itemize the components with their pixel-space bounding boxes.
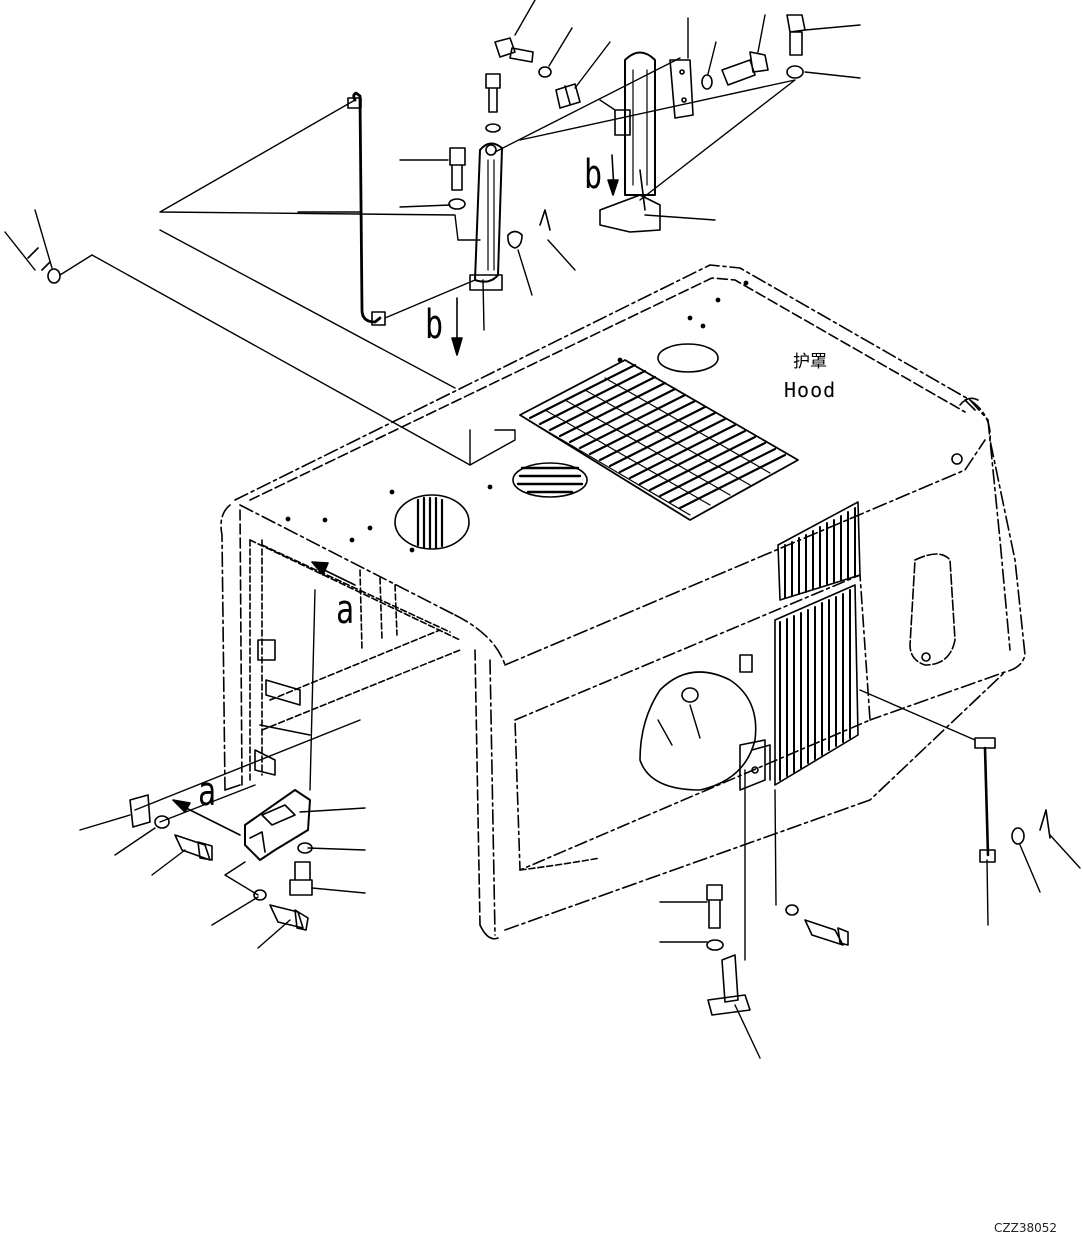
part-label-chinese: 护罩 (793, 352, 827, 372)
lower-lock-assembly (27, 247, 313, 931)
view-arrows (172, 154, 619, 836)
hood-stay-rod (347, 91, 386, 326)
view-marker-b-left: b (425, 302, 444, 348)
lock-bracket (599, 51, 694, 233)
part-label-english: Hood (784, 378, 837, 402)
view-marker-b-right: b (584, 152, 603, 198)
left-latch-in-body (254, 639, 311, 776)
side-access-opening (639, 654, 771, 791)
top-openings (285, 280, 979, 553)
top-grille (519, 359, 799, 521)
bolts-top-cluster (448, 14, 806, 249)
right-lower-parts (706, 737, 1051, 1016)
side-grilles (774, 501, 956, 786)
drawing-code: CZZ38052 (994, 1221, 1057, 1235)
hood-body (220, 264, 1026, 940)
view-marker-a-upper: a (336, 587, 355, 633)
view-marker-a-lower: a (198, 769, 217, 815)
stay-bracket (469, 142, 503, 291)
leader-lines (4, 0, 1081, 1059)
